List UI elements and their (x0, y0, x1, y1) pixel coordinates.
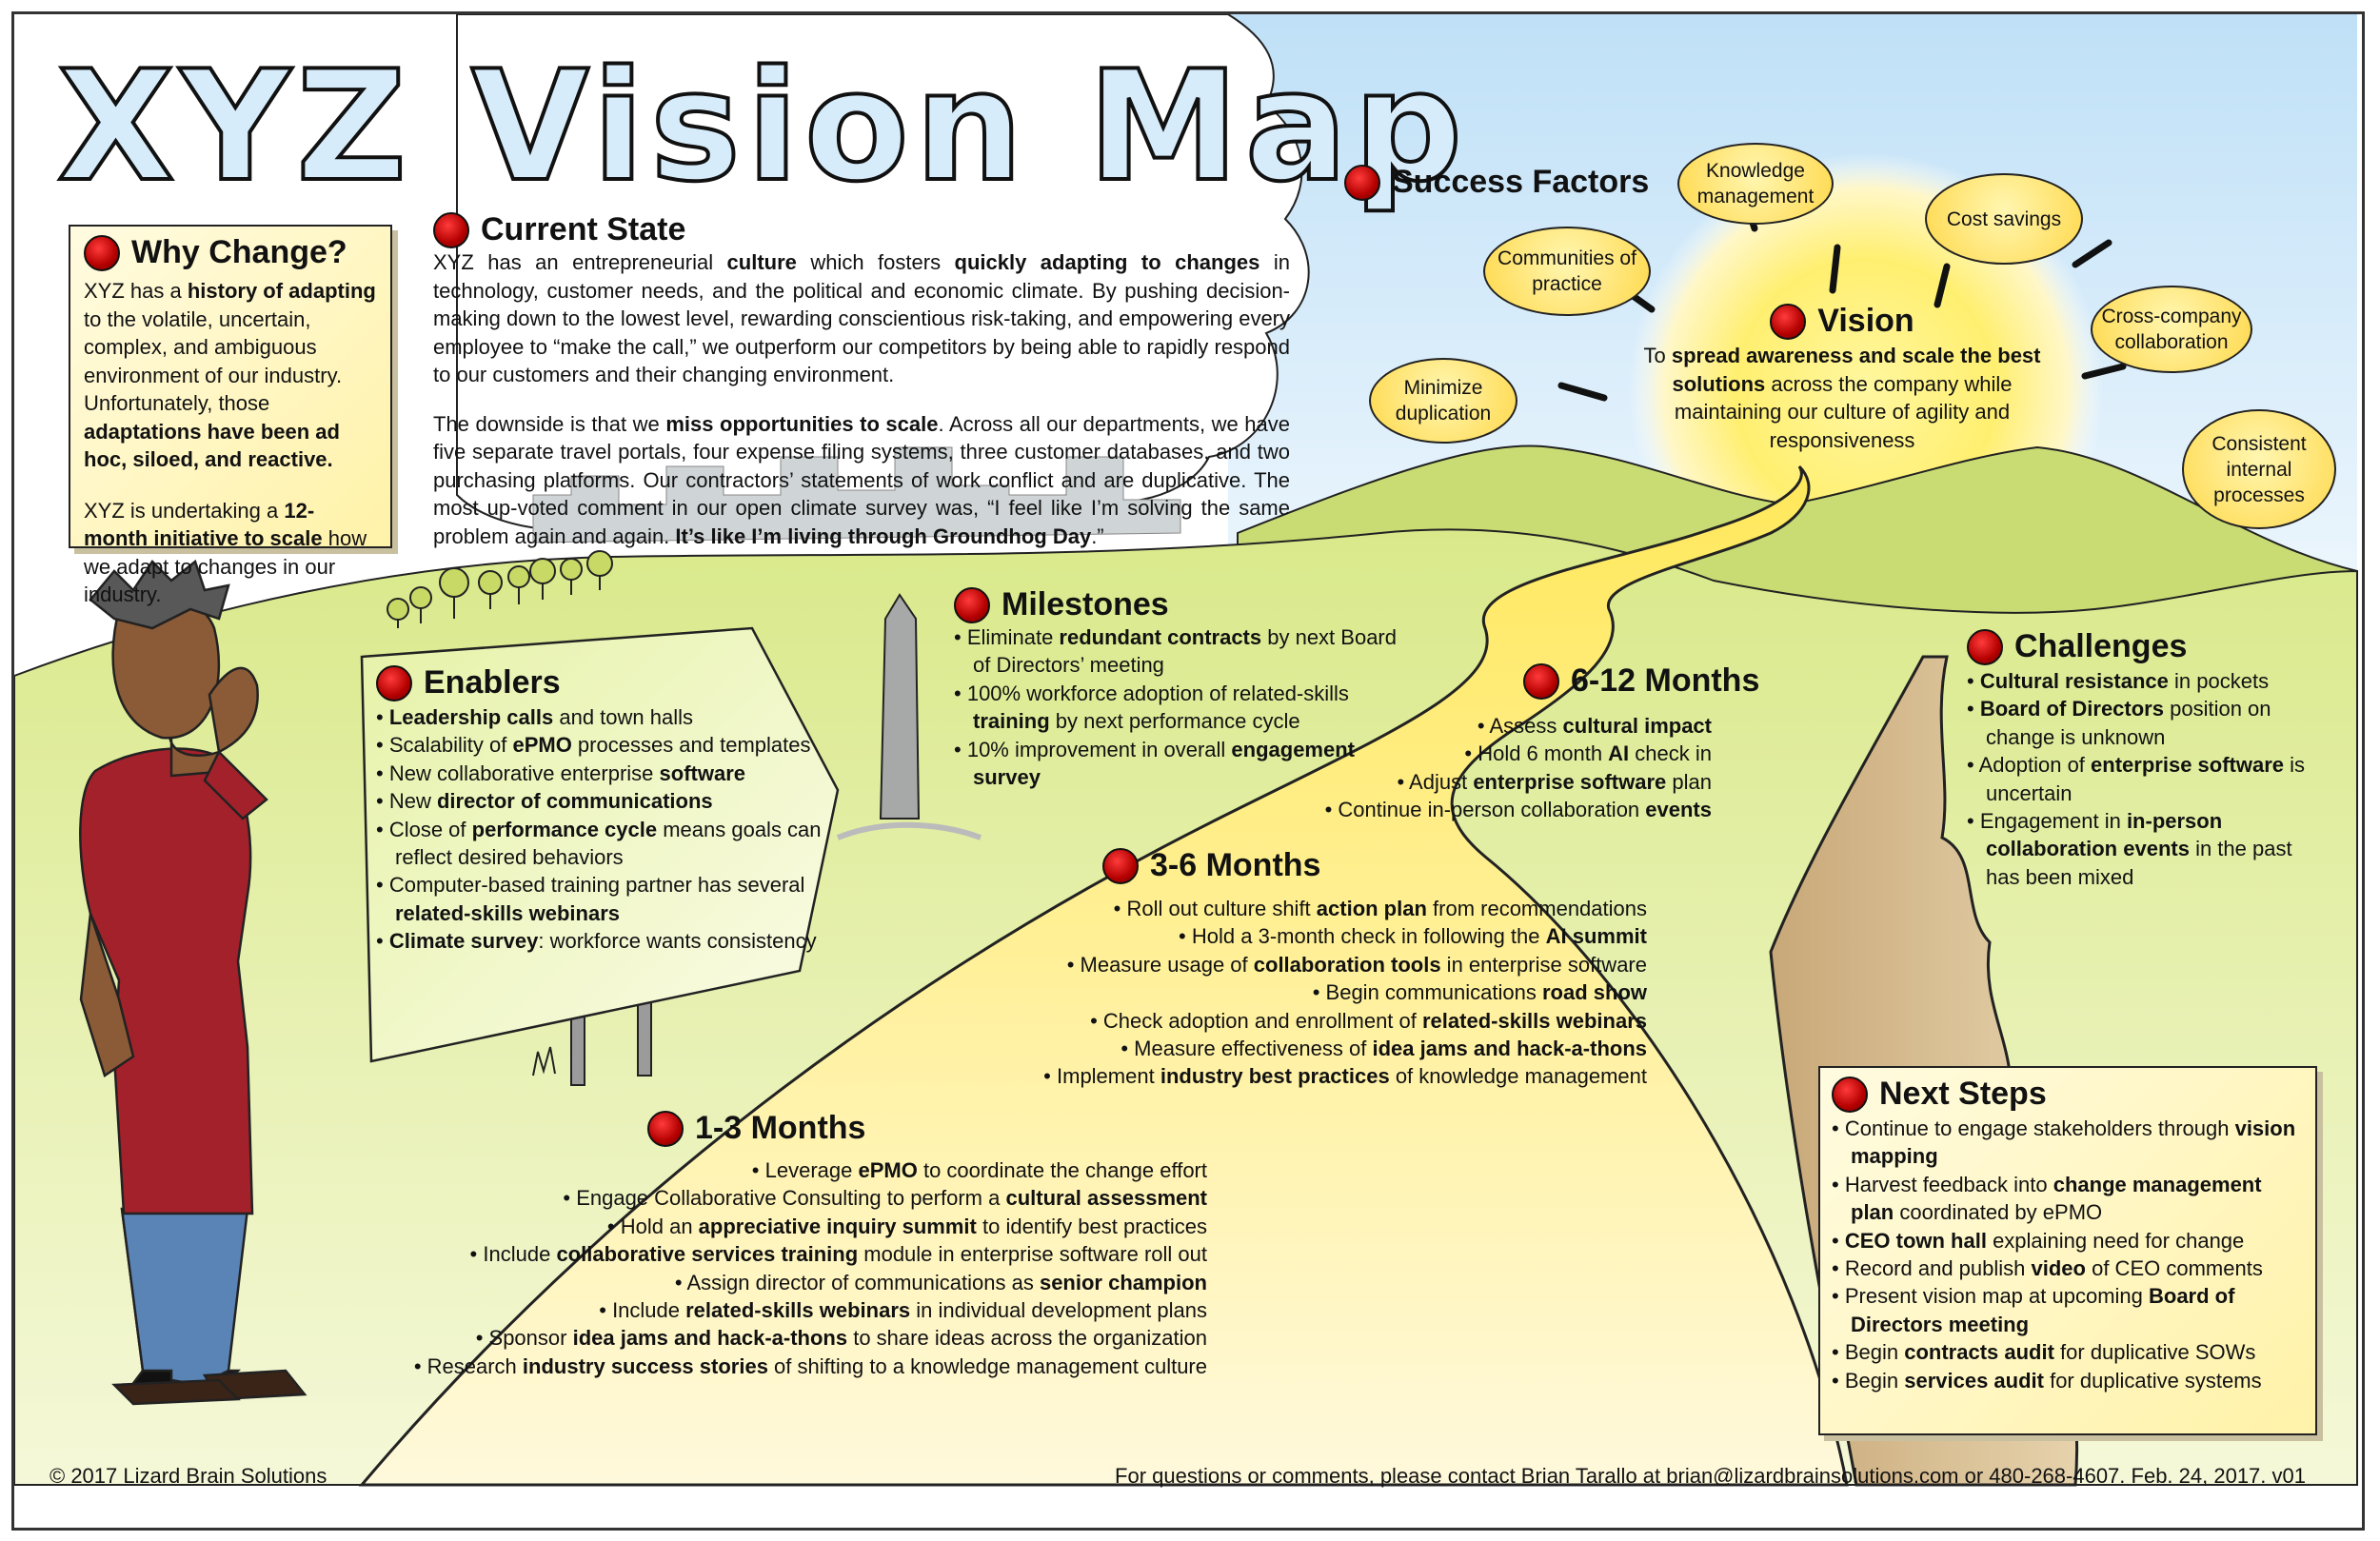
m1-3-heading: 1-3 Months (647, 1110, 865, 1147)
list-item: Scalability of ePMO processes and templa… (376, 731, 823, 759)
red-bullet-icon (1523, 662, 1559, 700)
list-item: Roll out culture shift action plan from … (1043, 895, 1647, 922)
list-item: Close of performance cycle means goals c… (376, 816, 823, 872)
list-item: 100% workforce adoption of related-skill… (954, 680, 1401, 736)
list-item: Begin communications road show (1043, 978, 1647, 1006)
footer-contact: For questions or comments, please contac… (1115, 1464, 2306, 1488)
milestones-section: Milestones Eliminate redundant contracts… (954, 586, 1401, 791)
why-change-heading: Why Change? (84, 234, 377, 271)
list-item: Implement industry best practices of kno… (1043, 1062, 1647, 1090)
milestones-heading: Milestones (954, 586, 1401, 623)
list-item: Begin services audit for duplicative sys… (1832, 1367, 2304, 1394)
current-state-p2: The downside is that we miss opportuniti… (433, 411, 1290, 548)
list-item: Adjust enterprise software plan (1325, 768, 1712, 796)
list-item: Check adoption and enrollment of related… (1043, 1007, 1647, 1035)
current-state-heading: Current State (433, 211, 1290, 248)
red-bullet-icon (954, 586, 990, 623)
list-item: Research industry success stories of shi… (414, 1353, 1207, 1380)
red-bullet-icon (1770, 303, 1807, 340)
current-state-section: Current State XYZ has an entrepreneurial… (433, 211, 1290, 550)
success-factors-heading: Success Factors (1344, 164, 1649, 201)
list-item: Leadership calls and town halls (376, 703, 823, 731)
page-title-art: XYZ Vision Map (57, 37, 1468, 215)
challenges-heading: Challenges (1967, 628, 2329, 665)
vision-text: To spread awareness and scale the best s… (1643, 344, 2041, 452)
enablers-section: Enablers Leadership calls and town halls… (376, 664, 823, 956)
red-bullet-icon (647, 1110, 684, 1147)
bubble-minimize-duplication: Minimize duplication (1369, 358, 1517, 444)
why-change-note: Why Change? XYZ has a history of adaptin… (69, 225, 392, 606)
list-item: Leverage ePMO to coordinate the change e… (414, 1156, 1207, 1184)
red-bullet-icon (433, 211, 469, 248)
red-bullet-icon (1102, 847, 1139, 884)
list-item: Present vision map at upcoming Board of … (1832, 1282, 2304, 1338)
m6-12-heading: 6-12 Months (1523, 662, 1759, 700)
list-item: CEO town hall explaining need for change (1832, 1227, 2304, 1255)
list-item: Engagement in in-person collaboration ev… (1967, 807, 2329, 891)
page-frame (11, 11, 2365, 1531)
person-illustration (79, 559, 307, 1406)
vision-section: Vision To spread awareness and scale the… (1628, 303, 2056, 454)
list-item: Cultural resistance in pockets (1967, 667, 2329, 695)
next-steps-list: Continue to engage stakeholders through … (1832, 1115, 2304, 1394)
challenges-list: Cultural resistance in pocketsBoard of D… (1967, 667, 2329, 891)
red-bullet-icon (376, 664, 412, 701)
list-item: Hold 6 month AI check in (1325, 740, 1712, 767)
bubble-knowledge-management: Knowledge management (1677, 143, 1834, 225)
list-item: Include collaborative services training … (414, 1240, 1207, 1268)
why-change-p1: XYZ has a history of adapting to the vol… (84, 279, 376, 471)
current-state-p1: XYZ has an entrepreneurial culture which… (433, 250, 1291, 386)
tree-icon (387, 550, 613, 628)
footer-copyright: © 2017 Lizard Brain Solutions (50, 1464, 327, 1488)
list-item: New director of communications (376, 787, 823, 815)
m3-6-heading: 3-6 Months (1102, 847, 1320, 884)
m3-6-list: Roll out culture shift action plan from … (1043, 895, 1647, 1091)
list-item: Climate survey: workforce wants consiste… (376, 927, 823, 955)
list-item: Hold a 3-month check in following the AI… (1043, 922, 1647, 950)
challenges-section: Challenges Cultural resistance in pocket… (1967, 628, 2329, 891)
enablers-heading: Enablers (376, 664, 823, 701)
obelisk-milestone-illustration (879, 593, 921, 820)
bubble-cross-company-collaboration: Cross-company collaboration (2091, 286, 2252, 373)
list-item: Assess cultural impact (1325, 712, 1712, 740)
list-item: Harvest feedback into change management … (1832, 1171, 2304, 1227)
city-skyline (532, 446, 1181, 543)
list-item: Record and publish video of CEO comments (1832, 1255, 2304, 1282)
list-item: Adoption of enterprise software is uncer… (1967, 751, 2329, 807)
next-steps-note: Next Steps Continue to engage stakeholde… (1818, 1066, 2317, 1435)
why-change-p2: XYZ is undertaking a 12-month initiative… (84, 498, 367, 607)
red-bullet-icon (1344, 164, 1380, 201)
next-steps-heading: Next Steps (1832, 1076, 2304, 1113)
list-item: Begin contracts audit for duplicative SO… (1832, 1338, 2304, 1366)
list-item: Continue in-person collaboration events (1325, 796, 1712, 823)
list-item: Assign director of communications as sen… (414, 1269, 1207, 1296)
list-item: Eliminate redundant contracts by next Bo… (954, 623, 1401, 680)
red-bullet-icon (1967, 628, 2003, 665)
bubble-communities-of-practice: Communities of practice (1483, 227, 1651, 316)
red-bullet-icon (1832, 1076, 1868, 1113)
red-bullet-icon (84, 234, 120, 271)
m6-12-list: Assess cultural impactHold 6 month AI ch… (1325, 712, 1712, 824)
enablers-list: Leadership calls and town hallsScalabili… (376, 703, 823, 956)
vision-heading: Vision (1628, 303, 2056, 340)
list-item: Include related-skills webinars in indiv… (414, 1296, 1207, 1324)
list-item: New collaborative enterprise software (376, 760, 823, 787)
list-item: Measure effectiveness of idea jams and h… (1043, 1035, 1647, 1062)
m1-3-list: Leverage ePMO to coordinate the change e… (414, 1156, 1207, 1380)
milestones-list: Eliminate redundant contracts by next Bo… (954, 623, 1401, 791)
list-item: Continue to engage stakeholders through … (1832, 1115, 2304, 1171)
list-item: Computer-based training partner has seve… (376, 871, 823, 927)
list-item: Hold an appreciative inquiry summit to i… (414, 1213, 1207, 1240)
list-item: Sponsor idea jams and hack-a-thons to sh… (414, 1324, 1207, 1352)
list-item: Board of Directors position on change is… (1967, 695, 2329, 751)
list-item: Measure usage of collaboration tools in … (1043, 951, 1647, 978)
bubble-cost-savings: Cost savings (1925, 173, 2083, 265)
bubble-consistent-internal-processes: Consistent internal processes (2182, 409, 2336, 529)
list-item: Engage Collaborative Consulting to perfo… (414, 1184, 1207, 1212)
